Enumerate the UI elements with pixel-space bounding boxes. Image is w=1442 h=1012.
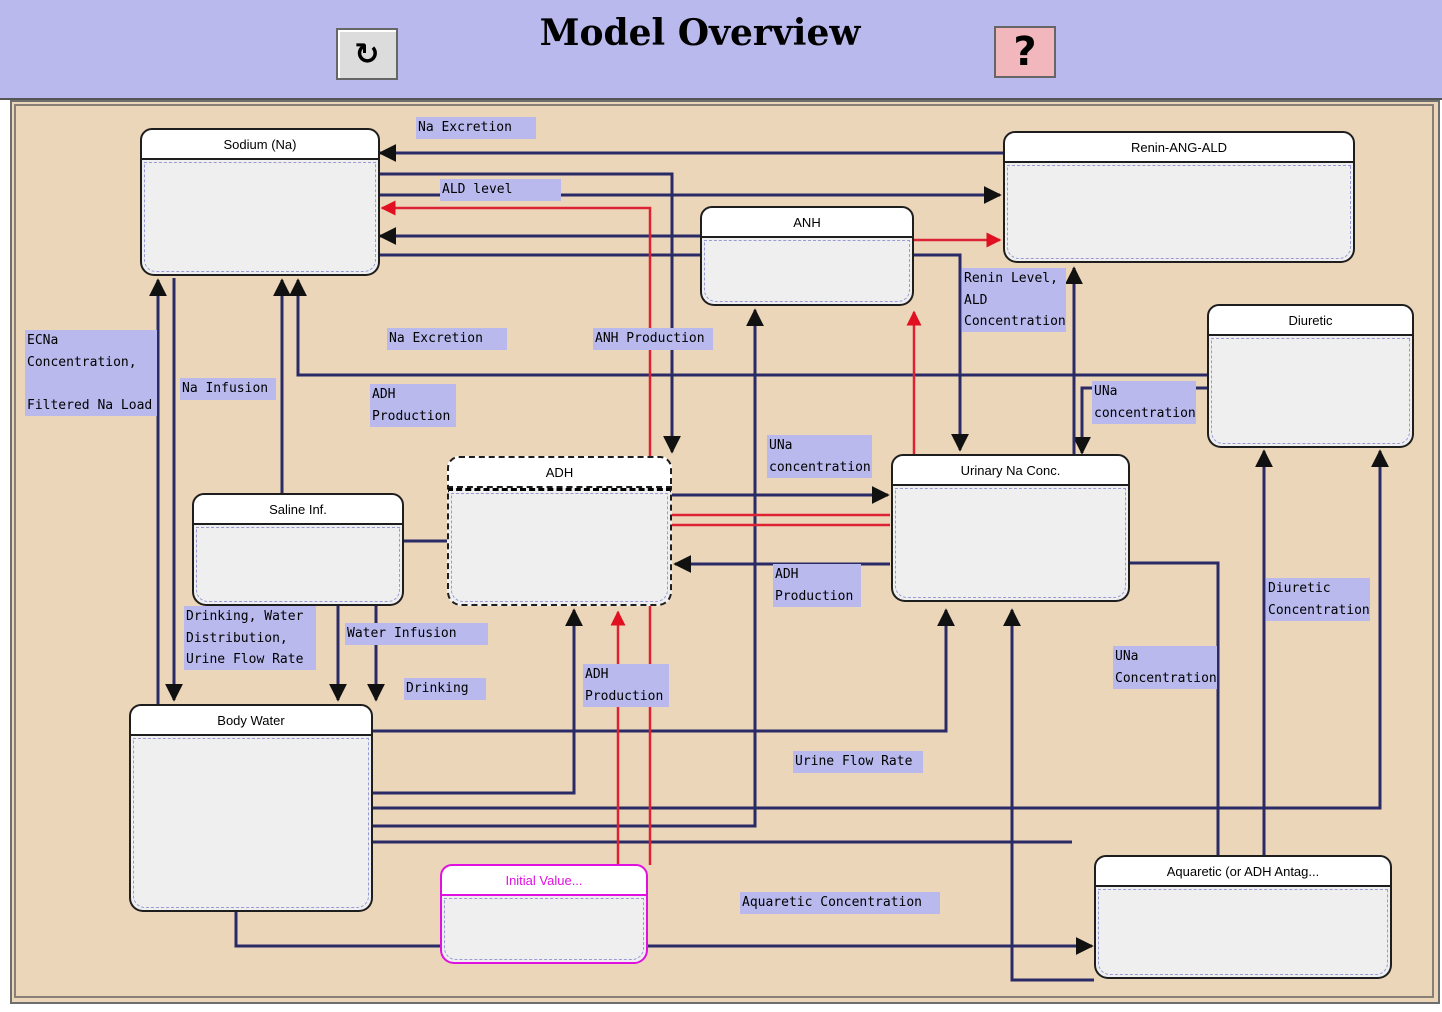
node-saline-title: Saline Inf. [192,493,404,525]
node-urinary[interactable]: Urinary Na Conc. [891,454,1130,602]
label-anh-production[interactable]: ANH Production [593,328,713,350]
label-water-infusion[interactable]: Water Infusion [345,623,488,645]
header-bar: Model Overview ↻ ? [0,0,1442,100]
node-aquaretic-title: Aquaretic (or ADH Antag... [1094,855,1392,887]
wire-aquaretic-to-urinary [1003,608,1094,982]
node-sodium-title: Sodium (Na) [140,128,380,160]
label-na-excretion-top[interactable]: Na Excretion [416,117,536,139]
node-initial-value-title: Initial Value... [440,864,648,896]
wire-body-to-aquaretic [234,912,1094,955]
wire-body-to-adh [372,608,583,795]
wire-diuretic-to-sodium [289,278,1208,377]
label-adh-production-bottom[interactable]: ADH Production [583,664,669,707]
node-sodium[interactable]: Sodium (Na) [140,128,380,276]
wire-initial-to-sodium [380,200,652,865]
node-anh-title: ANH [700,206,914,238]
back-arrow-icon: ↻ [354,36,380,72]
node-saline[interactable]: Saline Inf. [192,493,404,606]
label-una-conc-mid[interactable]: UNa concentration [767,435,872,478]
label-urine-flow-rate[interactable]: Urine Flow Rate [793,751,923,773]
wire-urinary-to-aquaretic [1130,561,1220,856]
node-diuretic-title: Diuretic [1207,304,1414,336]
label-renin-level[interactable]: Renin Level, ALD Concentration [962,268,1066,332]
label-na-infusion[interactable]: Na Infusion [180,378,276,400]
label-diuretic-conc[interactable]: Diuretic Concentration [1266,578,1370,621]
label-aquaretic-conc[interactable]: Aquaretic Concentration [740,892,940,914]
node-body-water[interactable]: Body Water [129,704,373,912]
wire-body-to-anh [372,308,764,828]
wire-body-to-diuretic [372,449,1389,810]
node-renin[interactable]: Renin-ANG-ALD [1003,131,1355,263]
page-title: Model Overview [539,12,861,54]
node-body-water-title: Body Water [129,704,373,736]
label-drinking[interactable]: Drinking [404,678,486,700]
label-na-excretion-mid[interactable]: Na Excretion [387,328,507,350]
node-initial-value[interactable]: Initial Value... [440,864,648,964]
label-drinking-water[interactable]: Drinking, Water Distribution, Urine Flow… [184,606,316,670]
wire-sodium-to-adh [380,172,681,454]
node-adh-title: ADH [447,456,672,488]
node-anh[interactable]: ANH [700,206,914,306]
wire-sodium-to-urinary [380,253,969,452]
help-label: ? [1013,29,1037,75]
canvas-frame [14,104,1434,998]
back-button[interactable]: ↻ [336,28,398,80]
label-una-conc-right[interactable]: UNa concentration [1092,381,1196,424]
label-adh-production-left[interactable]: ADH Production [370,384,456,427]
node-aquaretic[interactable]: Aquaretic (or ADH Antag... [1094,855,1392,979]
node-diuretic[interactable]: Diuretic [1207,304,1414,448]
node-adh[interactable]: ADH [447,456,672,606]
label-ald-level[interactable]: ALD level [440,179,561,201]
label-una-conc-bottom[interactable]: UNa Concentration [1113,646,1217,689]
help-button[interactable]: ? [994,26,1056,78]
wire-body-to-urinary [372,608,955,733]
label-ecna[interactable]: ECNa Concentration, Filtered Na Load [25,330,157,416]
node-urinary-title: Urinary Na Conc. [891,454,1130,486]
node-renin-title: Renin-ANG-ALD [1003,131,1355,163]
label-adh-production-right[interactable]: ADH Production [773,564,861,607]
